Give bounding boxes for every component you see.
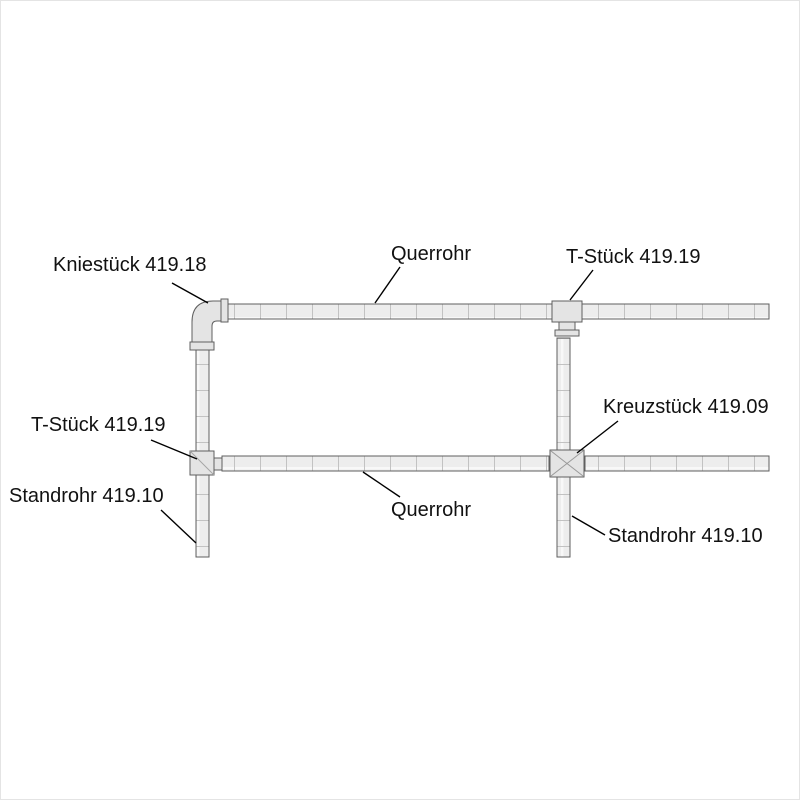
kreuzstueck-fitting	[549, 449, 585, 478]
label-querrohr-top: Querrohr	[391, 243, 472, 265]
label-standrohr-left: Standrohr 419.10	[9, 485, 164, 507]
querrohr-top-right-pipe	[581, 303, 770, 320]
querrohr-top-left-pipe	[227, 303, 553, 320]
standrohr-left-lower-pipe	[195, 474, 210, 558]
querrohr-mid-left-pipe	[221, 455, 550, 472]
label-standrohr-right: Standrohr 419.10	[608, 525, 763, 547]
standrohr-right-lower-pipe	[556, 476, 571, 558]
leader-kniestueck	[171, 282, 209, 304]
kniestueck-fitting	[189, 298, 229, 351]
standrohr-left-upper-pipe	[195, 348, 210, 452]
leader-standrohr-left	[160, 509, 197, 544]
standrohr-right-upper-pipe	[556, 337, 571, 451]
leader-t-stueck-top	[569, 269, 594, 301]
leader-standrohr-right	[571, 515, 606, 536]
label-kniestueck: Kniestück 419.18	[53, 254, 207, 276]
t-stueck-left-fitting	[189, 450, 223, 476]
leader-kreuzstueck	[576, 420, 619, 454]
t-stueck-top-fitting	[551, 300, 583, 337]
label-kreuzstueck: Kreuzstück 419.09	[603, 396, 769, 418]
leader-querrohr-top	[374, 266, 401, 304]
label-querrohr-mid: Querrohr	[391, 499, 472, 521]
querrohr-mid-right-pipe	[584, 455, 770, 472]
leader-querrohr-mid	[362, 471, 401, 498]
label-t-stueck-left: T-Stück 419.19	[31, 414, 166, 436]
label-t-stueck-top: T-Stück 419.19	[566, 246, 701, 268]
leader-t-stueck-left	[150, 439, 198, 460]
